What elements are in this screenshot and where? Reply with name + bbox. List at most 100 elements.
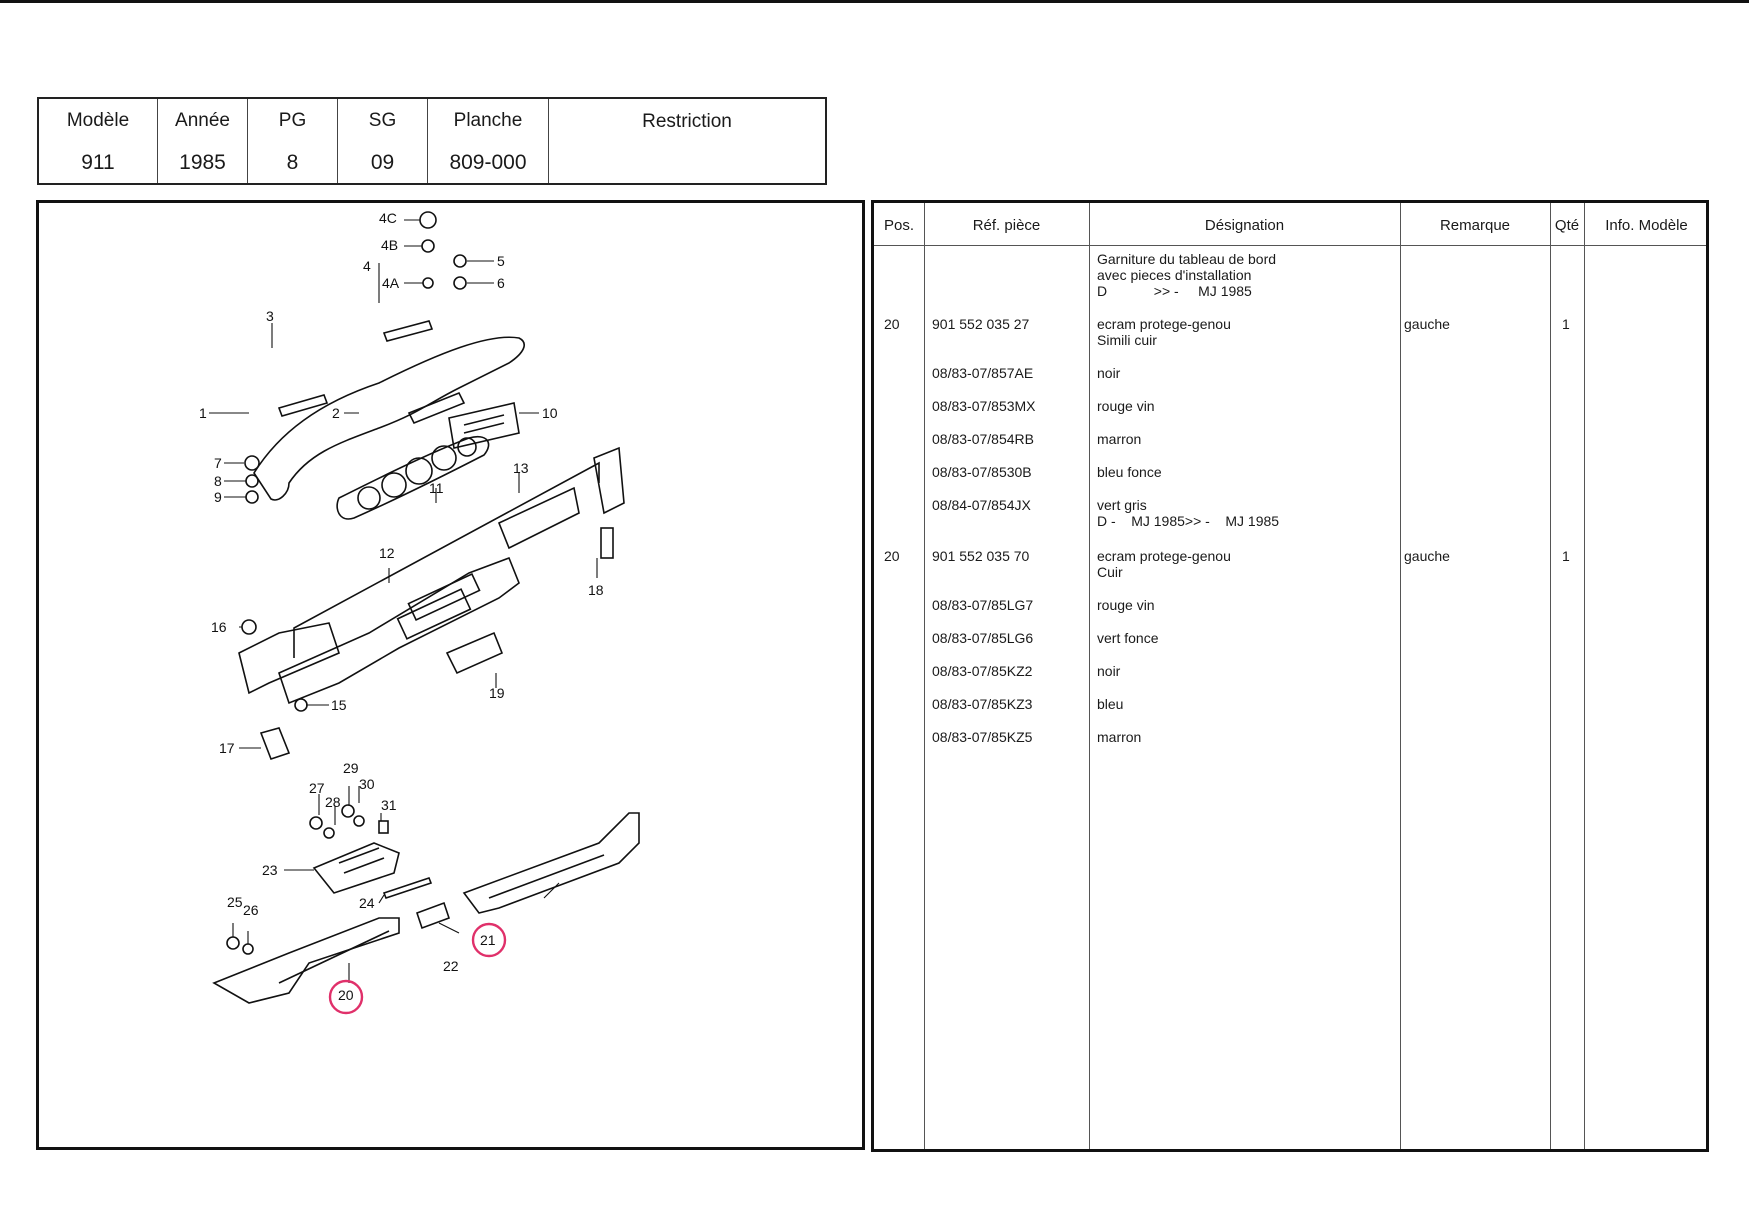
designation-line: Cuir — [1097, 564, 1123, 580]
designation-line: Garniture du tableau de bord — [1097, 251, 1277, 267]
top-border — [0, 0, 1749, 3]
designation-cell: bleu fonce — [1097, 464, 1162, 480]
pos-cell: 20 — [884, 548, 900, 564]
col-header-designation: Désignation — [1204, 217, 1285, 234]
callout-6: 6 — [497, 275, 505, 291]
callout-20: 20 — [338, 987, 354, 1003]
callout-18: 18 — [588, 582, 604, 598]
pos-cell: 20 — [884, 316, 900, 332]
callout-4: 4 — [363, 258, 371, 274]
callout-8: 8 — [214, 473, 222, 489]
callout-19: 19 — [489, 685, 505, 701]
header-label-pg: PG — [247, 98, 338, 143]
callout-12: 12 — [379, 545, 395, 561]
designation-cell: marron — [1097, 431, 1142, 447]
callout-13: 13 — [513, 460, 529, 476]
callout-21: 21 — [480, 932, 496, 948]
header-label-planche: Planche — [427, 98, 549, 143]
ref-cell: 901 552 035 70 — [932, 548, 1030, 564]
callout-23: 23 — [262, 862, 278, 878]
designation-line: avec pieces d'installation — [1097, 267, 1252, 283]
ref-cell: 08/83-07/85LG6 — [932, 630, 1034, 646]
ref-cell: 08/83-07/8530B — [932, 464, 1032, 480]
designation-cell: vert fonce — [1097, 630, 1159, 646]
designation-cell: ecram protege-genou Cuir — [1097, 548, 1231, 580]
col-header-remarque: Remarque — [1439, 217, 1511, 234]
header-value-annee: 1985 — [157, 143, 248, 184]
callout-2: 2 — [332, 405, 340, 421]
ref-cell: 901 552 035 27 — [932, 316, 1030, 332]
callout-10: 10 — [542, 405, 558, 421]
header-label-restriction: Restriction — [548, 98, 826, 184]
designation-cell: rouge vin — [1097, 597, 1155, 613]
header-value-modele: 911 — [81, 151, 115, 174]
designation-line: Simili cuir — [1097, 332, 1157, 348]
highlight-circle-21 — [471, 922, 507, 958]
designation-cell: Garniture du tableau de bord avec pieces… — [1097, 251, 1276, 299]
col-header-pos: Pos. — [883, 217, 914, 234]
header-value-pg: 8 — [247, 143, 338, 184]
designation-line: D - MJ 1985>> - MJ 1985 — [1097, 513, 1280, 529]
designation-cell: bleu — [1097, 696, 1124, 712]
designation-cell: vert gris D - MJ 1985>> - MJ 1985 — [1097, 497, 1279, 529]
highlight-circle-20 — [328, 979, 364, 1015]
ref-cell: 08/83-07/85LG7 — [932, 597, 1034, 613]
callout-15: 15 — [331, 697, 347, 713]
header-label-annee: Année — [157, 98, 248, 143]
callout-26: 26 — [243, 902, 259, 918]
qte-cell: 1 — [1562, 548, 1570, 564]
callout-17: 17 — [219, 740, 235, 756]
callout-4B: 4B — [381, 237, 398, 253]
callout-11: 11 — [429, 480, 444, 496]
ref-cell: 08/83-07/85KZ2 — [932, 663, 1033, 679]
designation-cell: rouge vin — [1097, 398, 1155, 414]
callout-29: 29 — [343, 760, 359, 776]
designation-cell: noir — [1097, 365, 1121, 381]
callout-5: 5 — [497, 253, 505, 269]
callout-31: 31 — [381, 797, 397, 813]
ref-cell: 08/83-07/85KZ3 — [932, 696, 1033, 712]
callout-9: 9 — [214, 489, 222, 505]
ref-cell: 08/83-07/854RB — [932, 431, 1034, 447]
header-value-planche: 809-000 — [427, 143, 549, 184]
parts-list-table: Pos. Réf. pièce Désignation Remarque Qté… — [871, 200, 1709, 1152]
designation-line: ecram protege-genou — [1097, 316, 1231, 332]
header-value-sg: 09 — [337, 143, 428, 184]
qte-cell: 1 — [1562, 316, 1570, 332]
designation-cell: noir — [1097, 663, 1121, 679]
exploded-parts-diagram: 4C 4B 4A 4 5 6 3 10 1 2 7 8 9 11 13 12 1… — [36, 200, 865, 1150]
designation-line: D >> - MJ 1985 — [1097, 283, 1252, 299]
remarque-cell: gauche — [1404, 548, 1450, 564]
col-header-qte: Qté — [1554, 217, 1580, 234]
callout-22: 22 — [443, 958, 459, 974]
ref-cell: 08/84-07/854JX — [932, 497, 1031, 513]
callout-16: 16 — [211, 619, 227, 635]
part-outlines — [212, 211, 640, 1004]
designation-cell: ecram protege-genou Simili cuir — [1097, 316, 1231, 348]
remarque-cell: gauche — [1404, 316, 1450, 332]
callout-7: 7 — [214, 455, 222, 471]
ref-cell: 08/83-07/853MX — [932, 398, 1036, 414]
callout-4C: 4C — [379, 210, 397, 226]
callout-1: 1 — [199, 405, 207, 421]
parts-table-header: Pos. Réf. pièce Désignation Remarque Qté… — [874, 203, 1706, 246]
callout-27: 27 — [309, 780, 325, 796]
callout-28: 28 — [325, 794, 341, 810]
diagram-drawing: 4C 4B 4A 4 5 6 3 10 1 2 7 8 9 11 13 12 1… — [199, 210, 640, 1015]
designation-cell: marron — [1097, 729, 1142, 745]
callout-labels: 4C 4B 4A 4 5 6 3 10 1 2 7 8 9 11 13 12 1… — [199, 210, 604, 1003]
callout-25: 25 — [227, 894, 243, 910]
designation-line: ecram protege-genou — [1097, 548, 1231, 564]
col-header-ref: Réf. pièce — [972, 217, 1041, 234]
callout-3: 3 — [266, 308, 274, 324]
callout-24: 24 — [359, 895, 375, 911]
header-label-sg: SG — [337, 98, 428, 143]
designation-line: vert gris — [1097, 497, 1147, 513]
col-header-info-modele: Info. Modèle — [1605, 217, 1688, 234]
model-info-table: Modèle Année PG SG Planche Restriction 9… — [37, 97, 827, 185]
callout-4A: 4A — [382, 275, 400, 291]
ref-cell: 08/83-07/857AE — [932, 365, 1034, 381]
header-label-modele: Modèle — [66, 110, 130, 131]
ref-cell: 08/83-07/85KZ5 — [932, 729, 1033, 745]
leader-lines — [209, 219, 598, 983]
